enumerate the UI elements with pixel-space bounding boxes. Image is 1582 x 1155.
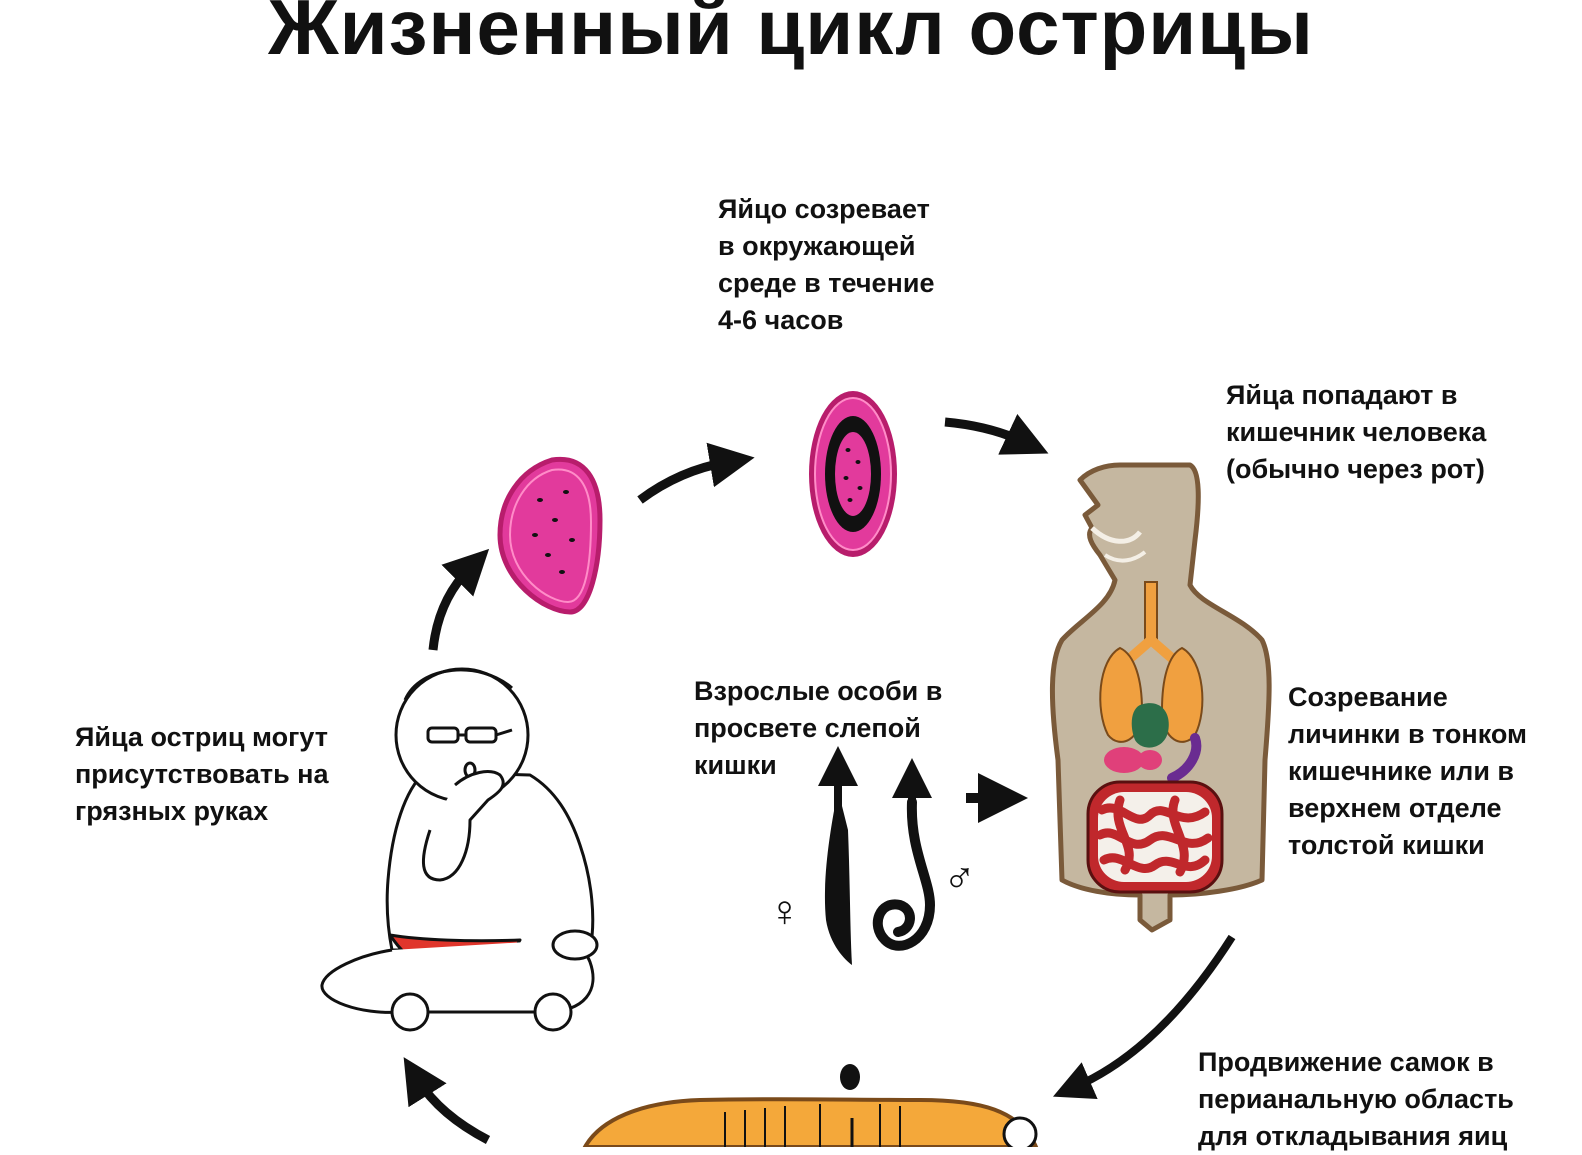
male-worm	[872, 797, 936, 951]
perianal-region-icon	[582, 1064, 1039, 1147]
arrow-body-to-perianal	[1052, 934, 1236, 1099]
male-symbol: ♂	[943, 852, 976, 901]
female-worm	[824, 790, 852, 965]
label-eggs-enter-intestine: Яйца попадают в кишечник человека (обычн…	[1226, 380, 1487, 484]
arrow-mature-egg-to-human	[944, 413, 1049, 455]
page-title: Жизненный цикл острицы	[268, 0, 1314, 71]
female-symbol: ♀	[768, 887, 801, 936]
human-body-icon	[1049, 462, 1272, 933]
child-figure-icon	[320, 667, 599, 1032]
label-dirty-hands: Яйца остриц могут присутствовать на гряз…	[75, 722, 329, 826]
fresh-egg	[497, 456, 603, 615]
adult-worms-icon	[818, 746, 936, 965]
label-larva-maturation: Созревание личинки в тонком кишечнике ил…	[1288, 682, 1527, 860]
label-female-migration: Продвижение самок в перианальную область…	[1198, 1047, 1514, 1151]
arrow-perianal-to-child	[403, 1057, 491, 1144]
arrow-egg-to-mature-egg	[637, 442, 755, 504]
label-egg-maturation: Яйцо созревает в окружающей среде в тече…	[718, 194, 935, 335]
arrow-hands-to-egg	[428, 548, 490, 651]
label-adults-cecum: Взрослые особи в просвете слепой кишки	[694, 676, 943, 780]
mature-egg	[809, 391, 897, 557]
